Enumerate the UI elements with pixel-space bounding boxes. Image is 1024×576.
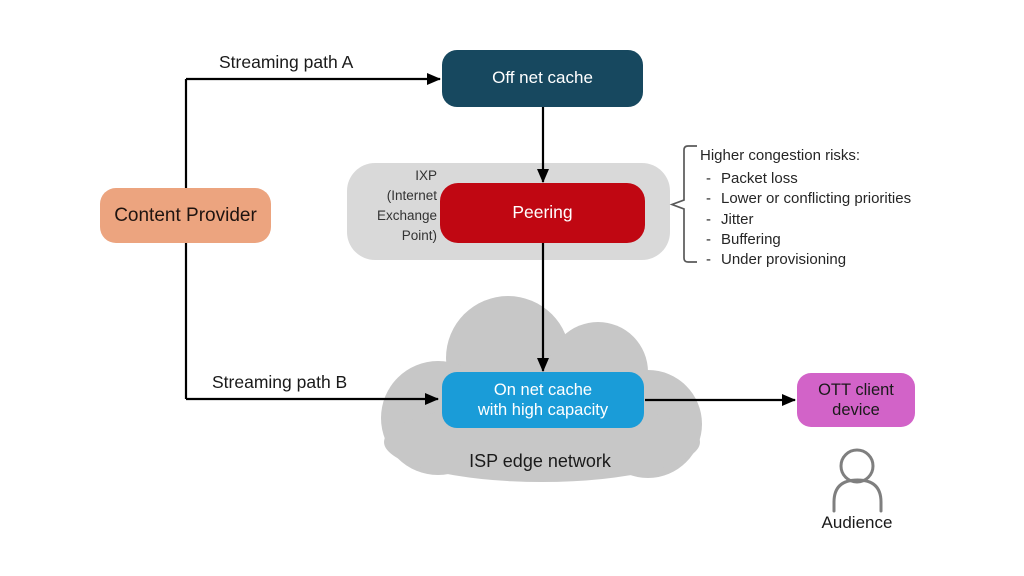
congestion-risks-list: - Packet loss - Lower or conflicting pri… <box>700 169 1000 270</box>
on-net-cache-label: On net cache with high capacity <box>477 380 609 419</box>
content-provider-label: Content Provider <box>114 204 257 226</box>
risk-item-label: Under provisioning <box>721 251 847 269</box>
audience-label: Audience <box>821 513 893 532</box>
peering-node: Peering <box>440 183 645 243</box>
list-item: - Lower or conflicting priorities <box>700 189 1000 209</box>
list-item: - Under provisioning <box>700 250 1000 270</box>
bullet-dash: - <box>706 170 711 187</box>
bullet-dash: - <box>706 190 711 208</box>
content-provider-node: Content Provider <box>100 188 271 243</box>
congestion-risks-title: Higher congestion risks: <box>700 147 861 164</box>
ott-client-device-node: OTT client device <box>797 373 915 427</box>
list-item: - Buffering <box>700 230 1000 250</box>
person-icon <box>832 448 883 513</box>
ott-client-device-label: OTT client device <box>818 380 894 419</box>
ixp-label: IXP (Internet Exchange Point) <box>376 168 437 243</box>
streaming-path-b-label: Streaming path B <box>212 372 348 392</box>
list-item: - Jitter <box>700 210 1000 230</box>
on-net-cache-node: On net cache with high capacity <box>442 372 644 428</box>
risk-item-label: Buffering <box>721 230 781 248</box>
risk-item-label: Jitter <box>721 210 754 228</box>
streaming-path-a-label: Streaming path A <box>219 52 354 72</box>
bullet-dash: - <box>706 230 711 248</box>
off-net-cache-label: Off net cache <box>492 68 593 88</box>
off-net-cache-node: Off net cache <box>442 50 643 107</box>
risks-bracket <box>669 145 697 263</box>
peering-label: Peering <box>512 202 573 223</box>
isp-edge-network-label: ISP edge network <box>469 451 611 471</box>
bullet-dash: - <box>706 251 711 269</box>
risk-item-label: Packet loss <box>721 170 798 187</box>
risk-item-label: Lower or conflicting priorities <box>721 190 912 208</box>
congestion-risks-block: Higher congestion risks: - Packet loss -… <box>700 146 1000 270</box>
bullet-dash: - <box>706 210 711 228</box>
list-item: - Packet loss <box>700 169 1000 189</box>
